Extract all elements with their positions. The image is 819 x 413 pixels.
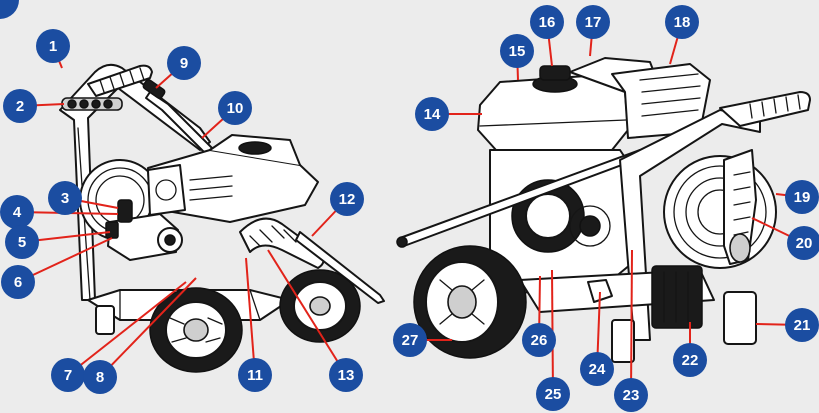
callout-badge-2 [3, 89, 37, 123]
callout-badge-8 [83, 360, 117, 394]
callout-badge-4 [0, 195, 34, 229]
callout-25: 25 [536, 377, 570, 411]
callout-24: 24 [580, 352, 614, 386]
callout-number-20: 20 [796, 235, 813, 252]
callout-27: 27 [393, 323, 427, 357]
callout-number-17: 17 [585, 14, 602, 31]
callout-21: 21 [785, 308, 819, 342]
callout-1: 1 [36, 29, 70, 63]
callout-6: 6 [1, 265, 35, 299]
right-washer-illustration [396, 57, 811, 363]
callout-number-6: 6 [14, 274, 22, 291]
callout-badge-21 [785, 308, 819, 342]
callout-badge-18 [665, 5, 699, 39]
leader-line-6 [17, 237, 113, 283]
callout-number-21: 21 [794, 317, 811, 334]
callout-number-3: 3 [61, 190, 69, 207]
callout-8: 8 [83, 360, 117, 394]
callout-badge-12 [330, 182, 364, 216]
corner-badge [0, 0, 19, 19]
callout-7: 7 [51, 358, 85, 392]
callout-number-7: 7 [64, 367, 72, 384]
callout-number-27: 27 [402, 332, 419, 349]
callout-number-19: 19 [794, 189, 811, 206]
callout-3: 3 [48, 181, 82, 215]
callout-badge-14 [415, 97, 449, 131]
callout-badge-19 [785, 180, 819, 214]
callout-number-14: 14 [424, 106, 441, 123]
callout-5: 5 [5, 225, 39, 259]
callout-13: 13 [329, 358, 363, 392]
callout-number-5: 5 [18, 234, 26, 251]
callout-16: 16 [530, 5, 564, 39]
callout-number-12: 12 [339, 191, 356, 208]
callout-22: 22 [673, 343, 707, 377]
callout-number-25: 25 [545, 386, 562, 403]
callout-badge-23 [614, 378, 648, 412]
callout-number-24: 24 [589, 361, 606, 378]
callout-number-8: 8 [96, 369, 104, 386]
callout-number-26: 26 [531, 332, 548, 349]
callout-number-11: 11 [247, 367, 263, 384]
callout-number-10: 10 [227, 100, 244, 117]
callout-23: 23 [614, 378, 648, 412]
callout-26: 26 [522, 323, 556, 357]
callout-badge-9 [167, 46, 201, 80]
callout-badge-5 [5, 225, 39, 259]
callout-18: 18 [665, 5, 699, 39]
leader-line-23 [630, 249, 633, 396]
callout-number-22: 22 [682, 352, 699, 369]
callout-19: 19 [785, 180, 819, 214]
callout-4: 4 [0, 195, 34, 229]
callout-badge-6 [1, 265, 35, 299]
callout-badge-3 [48, 181, 82, 215]
leader-line-7 [67, 281, 187, 376]
callout-badge-13 [329, 358, 363, 392]
callout-number-16: 16 [539, 14, 556, 31]
callout-number-9: 9 [180, 55, 188, 72]
callout-number-2: 2 [16, 98, 24, 115]
callout-20: 20 [787, 226, 819, 260]
callout-badge-7 [51, 358, 85, 392]
callout-badge-11 [238, 358, 272, 392]
callout-14: 14 [415, 97, 449, 131]
leader-line-13 [267, 249, 347, 376]
callout-badge-24 [580, 352, 614, 386]
callout-badge-25 [536, 377, 570, 411]
callout-badge-27 [393, 323, 427, 357]
callout-12: 12 [330, 182, 364, 216]
callout-badge-26 [522, 323, 556, 357]
callout-10: 10 [218, 91, 252, 125]
callout-badge-1 [36, 29, 70, 63]
callout-number-4: 4 [13, 204, 22, 221]
callout-number-13: 13 [338, 367, 355, 384]
leader-line-8 [99, 277, 197, 378]
callout-2: 2 [3, 89, 37, 123]
callout-badge-17 [576, 5, 610, 39]
callout-15: 15 [500, 34, 534, 68]
callout-badge-16 [530, 5, 564, 39]
callout-number-23: 23 [623, 387, 640, 404]
callout-9: 9 [167, 46, 201, 80]
leader-line-11 [245, 257, 256, 376]
callout-number-15: 15 [509, 43, 526, 60]
callout-badge-10 [218, 91, 252, 125]
callout-17: 17 [576, 5, 610, 39]
callout-badge-22 [673, 343, 707, 377]
callout-number-18: 18 [674, 14, 691, 31]
callout-badge-15 [500, 34, 534, 68]
callout-number-1: 1 [49, 38, 57, 55]
callout-11: 11 [238, 358, 272, 392]
callout-badge-20 [787, 226, 819, 260]
